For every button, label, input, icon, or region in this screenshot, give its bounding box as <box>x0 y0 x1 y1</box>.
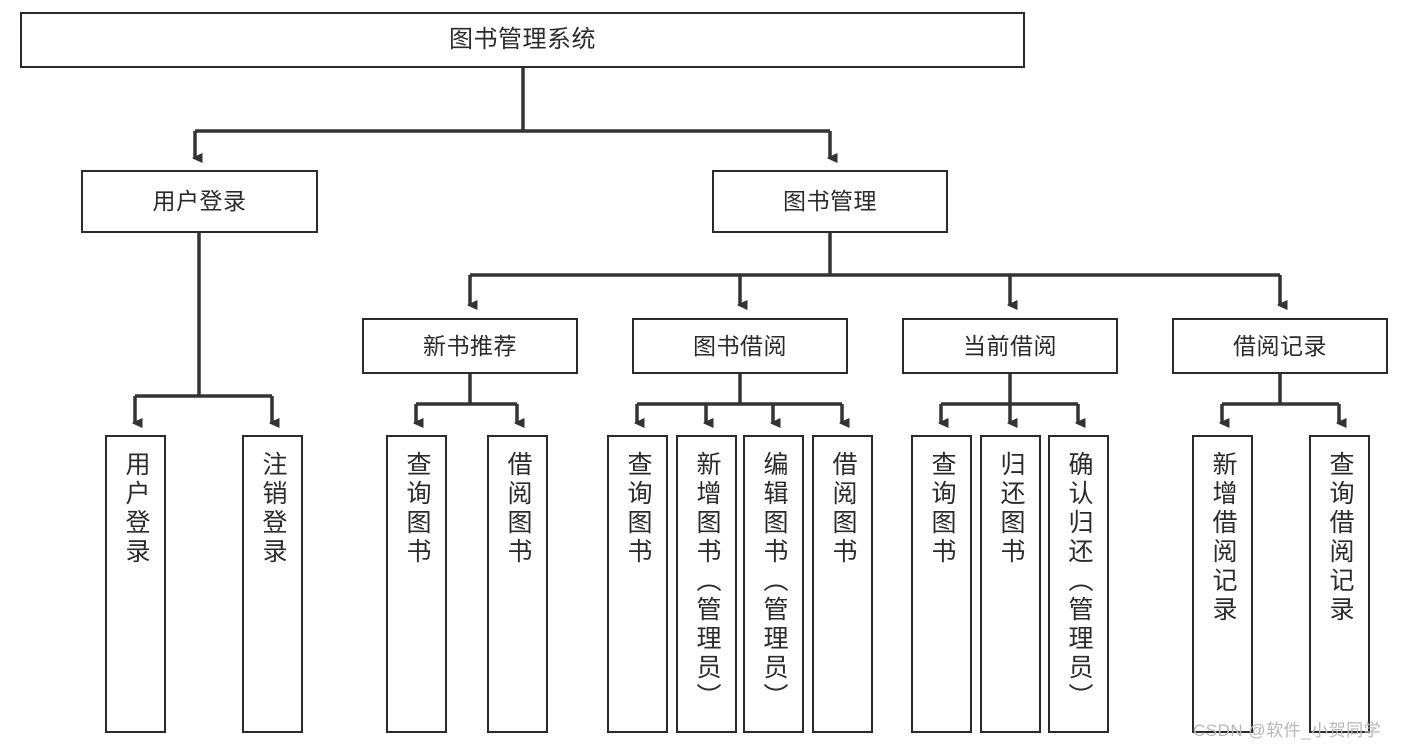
node-label: 借阅图书 <box>829 451 857 567</box>
node-root-book-management-system[interactable]: 图书管理系统 <box>20 12 1025 68</box>
node-label: 注销登录 <box>259 451 287 567</box>
leaf-user-login[interactable]: 用户登录 <box>105 435 166 733</box>
node-label: 用户登录 <box>122 451 150 567</box>
leaf-borrow-book-new-rec[interactable]: 借阅图书 <box>487 435 548 733</box>
leaf-confirm-return-admin[interactable]: 确认归还（管理员） <box>1048 435 1109 733</box>
node-label: 新增图书（管理员） <box>693 451 721 712</box>
node-book-borrow[interactable]: 图书借阅 <box>632 318 848 374</box>
node-borrow-record[interactable]: 借阅记录 <box>1172 318 1388 374</box>
node-label: 归还图书 <box>997 451 1025 567</box>
leaf-add-borrow-record[interactable]: 新增借阅记录 <box>1192 435 1253 733</box>
node-label: 借阅记录 <box>1233 332 1327 359</box>
node-user-login[interactable]: 用户登录 <box>81 170 318 233</box>
node-current-borrow[interactable]: 当前借阅 <box>902 318 1118 374</box>
leaf-query-book-current[interactable]: 查询图书 <box>911 435 972 733</box>
node-label: 编辑图书（管理员） <box>760 451 788 712</box>
node-label: 新书推荐 <box>423 332 517 359</box>
leaf-query-borrow-record[interactable]: 查询借阅记录 <box>1309 435 1370 733</box>
node-label: 图书管理系统 <box>449 26 596 54</box>
node-label: 查询借阅记录 <box>1326 451 1354 625</box>
node-label: 图书管理 <box>783 188 877 215</box>
node-label: 当前借阅 <box>963 332 1057 359</box>
node-label: 查询图书 <box>928 451 956 567</box>
node-label: 查询图书 <box>403 451 431 567</box>
node-label: 借阅图书 <box>504 451 532 567</box>
leaf-logout-login[interactable]: 注销登录 <box>242 435 303 733</box>
node-label: 用户登录 <box>152 188 247 215</box>
leaf-borrow-book-borrow[interactable]: 借阅图书 <box>812 435 873 733</box>
node-label: 查询图书 <box>624 451 652 567</box>
leaf-return-book[interactable]: 归还图书 <box>980 435 1041 733</box>
node-new-book-recommend[interactable]: 新书推荐 <box>362 318 578 374</box>
leaf-edit-book-admin[interactable]: 编辑图书（管理员） <box>743 435 804 733</box>
node-label: 图书借阅 <box>693 332 787 359</box>
node-label: 新增借阅记录 <box>1209 451 1237 625</box>
node-label: 确认归还（管理员） <box>1065 451 1093 712</box>
leaf-query-book-new-rec[interactable]: 查询图书 <box>386 435 447 733</box>
csdn-watermark: CSDN @软件_小贺同学 <box>1193 721 1382 740</box>
node-book-manage[interactable]: 图书管理 <box>712 170 948 233</box>
leaf-query-book-borrow[interactable]: 查询图书 <box>607 435 668 733</box>
leaf-add-book-admin[interactable]: 新增图书（管理员） <box>676 435 737 733</box>
